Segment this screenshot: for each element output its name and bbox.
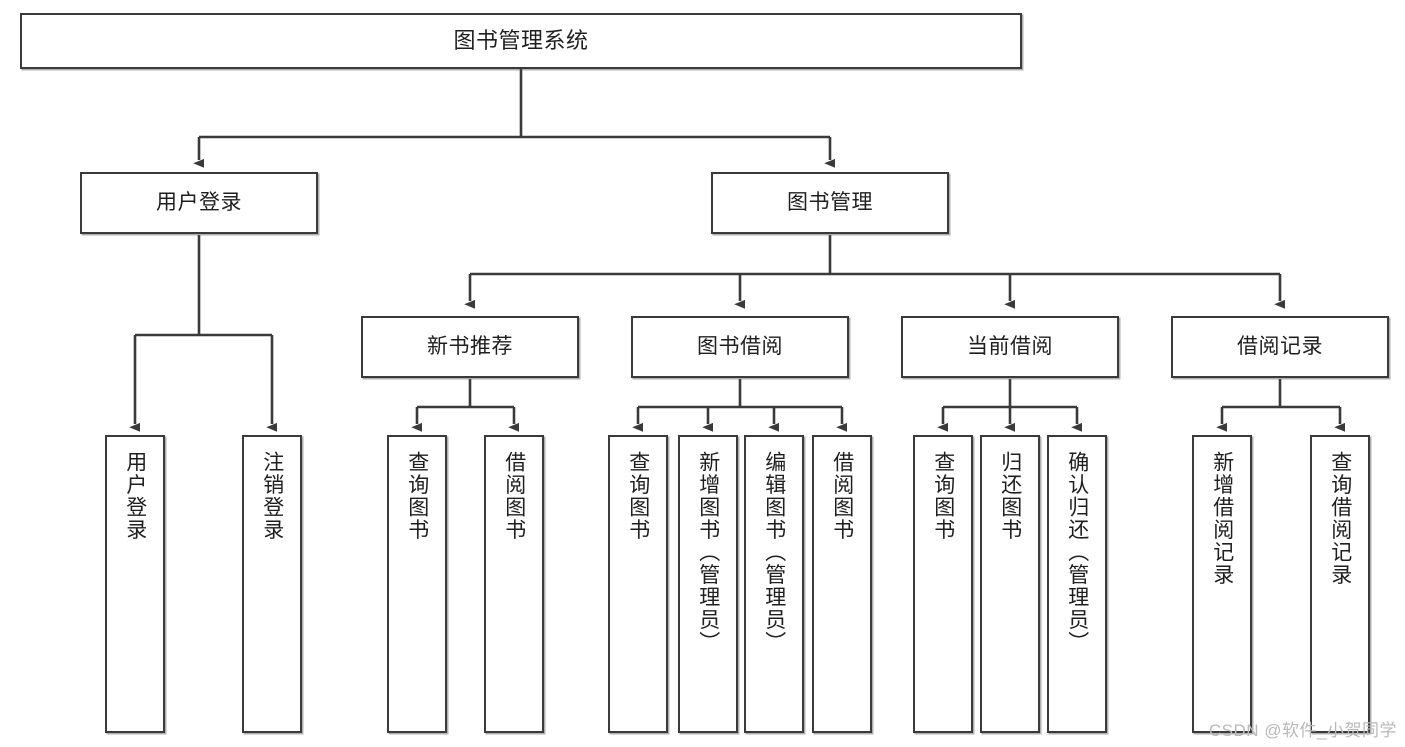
node-label: 借阅图书 — [502, 451, 526, 541]
leaf-user-logout[interactable]: 注销登录 — [242, 435, 302, 733]
leaf-current-return-book[interactable]: 归还图书 — [980, 435, 1040, 733]
node-label: 归还图书 — [998, 451, 1022, 541]
node-label: 用户登录 — [123, 451, 147, 541]
leaf-record-add-record[interactable]: 新增借阅记录 — [1192, 435, 1252, 733]
node-label: 图书管理系统 — [453, 28, 589, 54]
node-label: 确认归还（管理员） — [1065, 451, 1089, 654]
node-book-manage[interactable]: 图书管理 — [711, 172, 949, 234]
node-label: 当前借阅 — [967, 334, 1053, 358]
leaf-borrow-query-book[interactable]: 查询图书 — [608, 435, 668, 733]
node-label: 查询图书 — [931, 451, 955, 541]
node-label: 新书推荐 — [427, 334, 513, 358]
node-label: 查询图书 — [626, 451, 650, 541]
node-book-borrow[interactable]: 图书借阅 — [631, 316, 849, 378]
leaf-borrow-edit-book-admin[interactable]: 编辑图书（管理员） — [744, 435, 804, 733]
leaf-user-login[interactable]: 用户登录 — [105, 435, 165, 733]
node-label: 图书管理 — [787, 190, 873, 214]
node-user-login[interactable]: 用户登录 — [80, 172, 318, 234]
leaf-newbook-borrow-book[interactable]: 借阅图书 — [484, 435, 544, 733]
node-label: 注销登录 — [260, 451, 284, 541]
node-label: 用户登录 — [156, 190, 242, 214]
leaf-borrow-add-book-admin[interactable]: 新增图书（管理员） — [678, 435, 738, 733]
node-label: 编辑图书（管理员） — [762, 451, 786, 654]
node-current-borrow[interactable]: 当前借阅 — [901, 316, 1119, 378]
leaf-current-confirm-return-admin[interactable]: 确认归还（管理员） — [1047, 435, 1107, 733]
node-label: 新增图书（管理员） — [696, 451, 720, 654]
node-label: 借阅图书 — [830, 451, 854, 541]
node-label: 查询图书 — [405, 451, 429, 541]
node-root-system[interactable]: 图书管理系统 — [20, 13, 1022, 69]
leaf-newbook-query-book[interactable]: 查询图书 — [387, 435, 447, 733]
node-label: 查询借阅记录 — [1328, 451, 1352, 586]
leaf-record-query-record[interactable]: 查询借阅记录 — [1310, 435, 1370, 733]
node-label: 新增借阅记录 — [1210, 451, 1234, 586]
node-new-book-recommend[interactable]: 新书推荐 — [361, 316, 579, 378]
node-label: 借阅记录 — [1237, 334, 1323, 358]
leaf-current-query-book[interactable]: 查询图书 — [913, 435, 973, 733]
leaf-borrow-borrow-book[interactable]: 借阅图书 — [812, 435, 872, 733]
node-label: 图书借阅 — [697, 334, 783, 358]
node-borrow-record[interactable]: 借阅记录 — [1171, 316, 1389, 378]
